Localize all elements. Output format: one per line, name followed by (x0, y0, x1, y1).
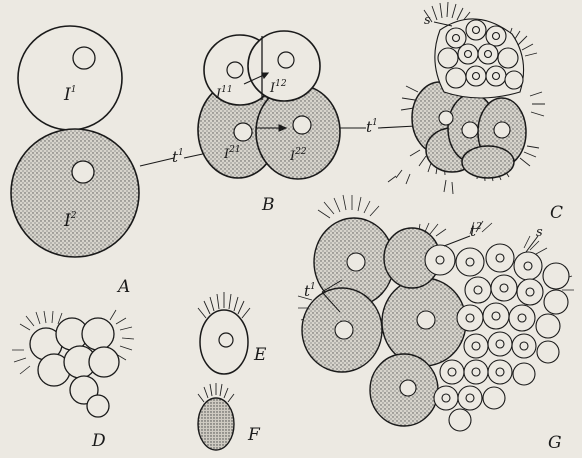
nucleus-i21 (234, 123, 252, 141)
panel-label-e: E (253, 345, 267, 365)
panel-f (198, 383, 234, 450)
blastomere-i1 (18, 26, 122, 130)
panel-label-d: D (91, 431, 106, 451)
label-s-c: s (424, 13, 431, 28)
panel-label-f: F (247, 425, 261, 445)
blastomere-i12 (248, 31, 320, 101)
blastomere-i2 (11, 129, 139, 257)
panel-d (12, 310, 134, 417)
panel-b (198, 31, 340, 179)
panel-g (298, 195, 574, 431)
panel-label-b: B (261, 195, 275, 215)
panel-label-g: G (548, 433, 562, 453)
label-s-g: s (536, 225, 543, 240)
panel-e (198, 292, 250, 374)
c-cell-bottom (462, 146, 514, 178)
nucleus-i22 (293, 116, 311, 134)
nucleus-i2 (72, 161, 94, 183)
label-t1-ab: t1 (172, 148, 184, 166)
panel-c (388, 2, 545, 194)
label-t1-c: t1 (366, 118, 378, 136)
c-small-cells (435, 19, 524, 98)
panel-a (11, 26, 139, 257)
panel-label-c: C (550, 203, 563, 223)
label-t1-g: t1 (304, 282, 316, 300)
panel-label-a: A (116, 277, 130, 297)
label-t2-g: t2 (470, 222, 482, 240)
